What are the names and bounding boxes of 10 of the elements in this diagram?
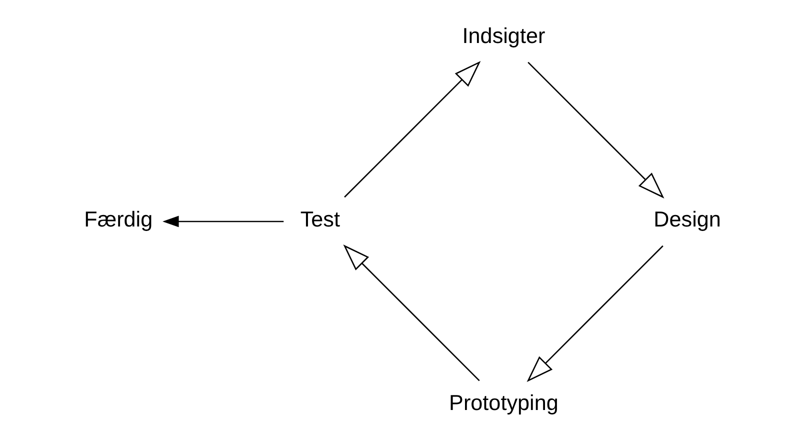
arrow xyxy=(162,216,284,228)
node-text: Færdig xyxy=(84,206,153,232)
arrow xyxy=(526,245,664,382)
arrow xyxy=(343,244,480,382)
node-text: Indsigter xyxy=(462,23,546,48)
node-text: Test xyxy=(300,206,340,232)
arrow xyxy=(344,60,481,198)
arrow xyxy=(528,62,664,198)
node-text: Design xyxy=(654,206,721,232)
node-text: Prototyping xyxy=(449,390,558,416)
